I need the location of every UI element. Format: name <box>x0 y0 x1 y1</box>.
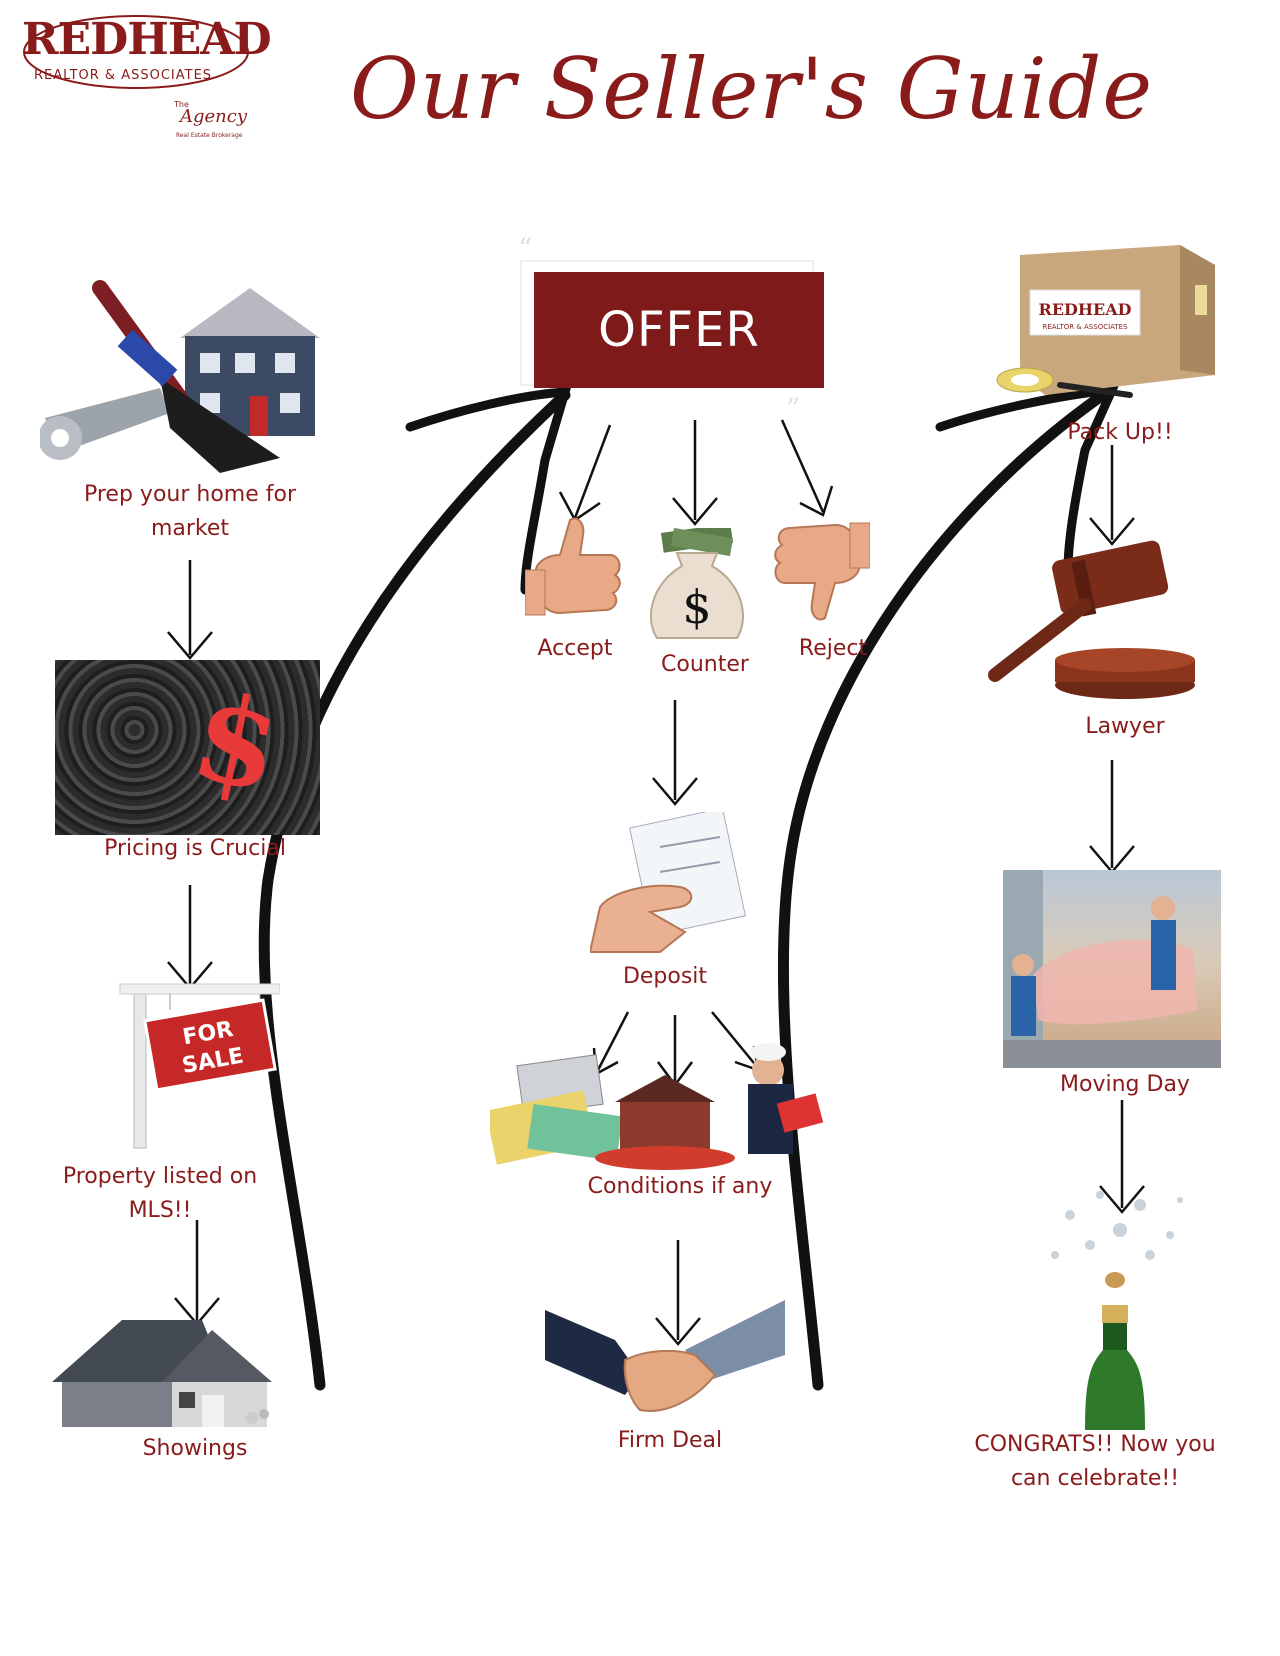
for-sale-sign-icon: FOR SALE <box>119 983 280 1149</box>
step-moving-label: Moving Day <box>1060 1072 1190 1097</box>
step-listed-label: Property listed on MLS!! <box>40 1160 280 1228</box>
step-lawyer-label: Lawyer <box>1085 714 1165 739</box>
step-counter-label: Counter <box>661 652 749 677</box>
movers-icon <box>1003 870 1221 1068</box>
moving-box-icon: REDHEAD REALTOR & ASSOCIATES <box>996 245 1215 398</box>
gavel-icon <box>988 540 1195 699</box>
logo-subtitle: REALTOR & ASSOCIATES <box>34 68 213 83</box>
step-prep-label: Prep your home for market <box>60 478 320 546</box>
box-logo-name: REDHEAD <box>1039 300 1132 319</box>
arrow-offer-to-reject <box>780 419 825 513</box>
logo-swoosh <box>23 15 249 89</box>
dollar-sign-icon: $ <box>181 664 293 821</box>
step-pack-label: Pack Up!! <box>1067 420 1173 445</box>
offer-label: OFFER <box>598 302 760 358</box>
step-pricing-label: Pricing is Crucial <box>104 836 286 861</box>
house-with-keys-icon <box>52 1320 272 1427</box>
tools-and-house-icon <box>40 280 320 473</box>
step-conditions-label: Conditions if any <box>587 1174 773 1199</box>
champagne-icon <box>1051 1191 1183 1430</box>
arrow-deposit-to-cond-left <box>595 1011 630 1073</box>
logo-name: REDHEAD <box>22 14 272 65</box>
congrats-line2: can celebrate!! <box>1010 1466 1180 1491</box>
logo-agency: Agency <box>180 106 248 127</box>
logo-the: The <box>174 100 189 109</box>
big-curve-right <box>777 384 1116 1391</box>
close-quote-icon: ” <box>786 392 801 425</box>
step-congrats-label: CONGRATS!! Now you can celebrate!! <box>960 1428 1230 1496</box>
thumbs-down-icon <box>774 522 870 621</box>
open-quote-icon: “ <box>518 232 533 265</box>
congrats-line1: CONGRATS!! Now you <box>974 1432 1216 1457</box>
step-firm-label: Firm Deal <box>617 1428 723 1453</box>
box-logo-subtitle: REALTOR & ASSOCIATES <box>1042 323 1128 331</box>
cheque-in-hand-icon <box>590 812 746 953</box>
logo-brokerage: Real Estate Brokerage <box>176 132 243 139</box>
svg-text:$: $ <box>682 580 711 634</box>
money-bag-icon: $ <box>649 528 745 639</box>
arrow-deposit-to-cond-right <box>711 1011 759 1069</box>
big-curve-left-head <box>405 387 572 595</box>
step-showings-label: Showings <box>142 1436 248 1461</box>
arrow-offer-to-accept <box>573 424 612 519</box>
listed-line1: Property listed on <box>62 1164 258 1189</box>
pricing-image: $ <box>55 660 320 835</box>
prep-line2: market <box>150 516 230 541</box>
offer-box: OFFER <box>534 272 824 388</box>
calculator-money-inspector-icon <box>490 1043 824 1170</box>
step-accept-label: Accept <box>537 636 613 661</box>
listed-line2: MLS!! <box>128 1198 192 1223</box>
step-reject-label: Reject <box>798 636 868 661</box>
big-curve-left <box>258 389 571 1391</box>
prep-line1: Prep your home for <box>83 482 296 507</box>
step-deposit-label: Deposit <box>622 964 708 989</box>
handshake-icon <box>545 1300 785 1412</box>
thumbs-up-icon <box>525 517 621 616</box>
